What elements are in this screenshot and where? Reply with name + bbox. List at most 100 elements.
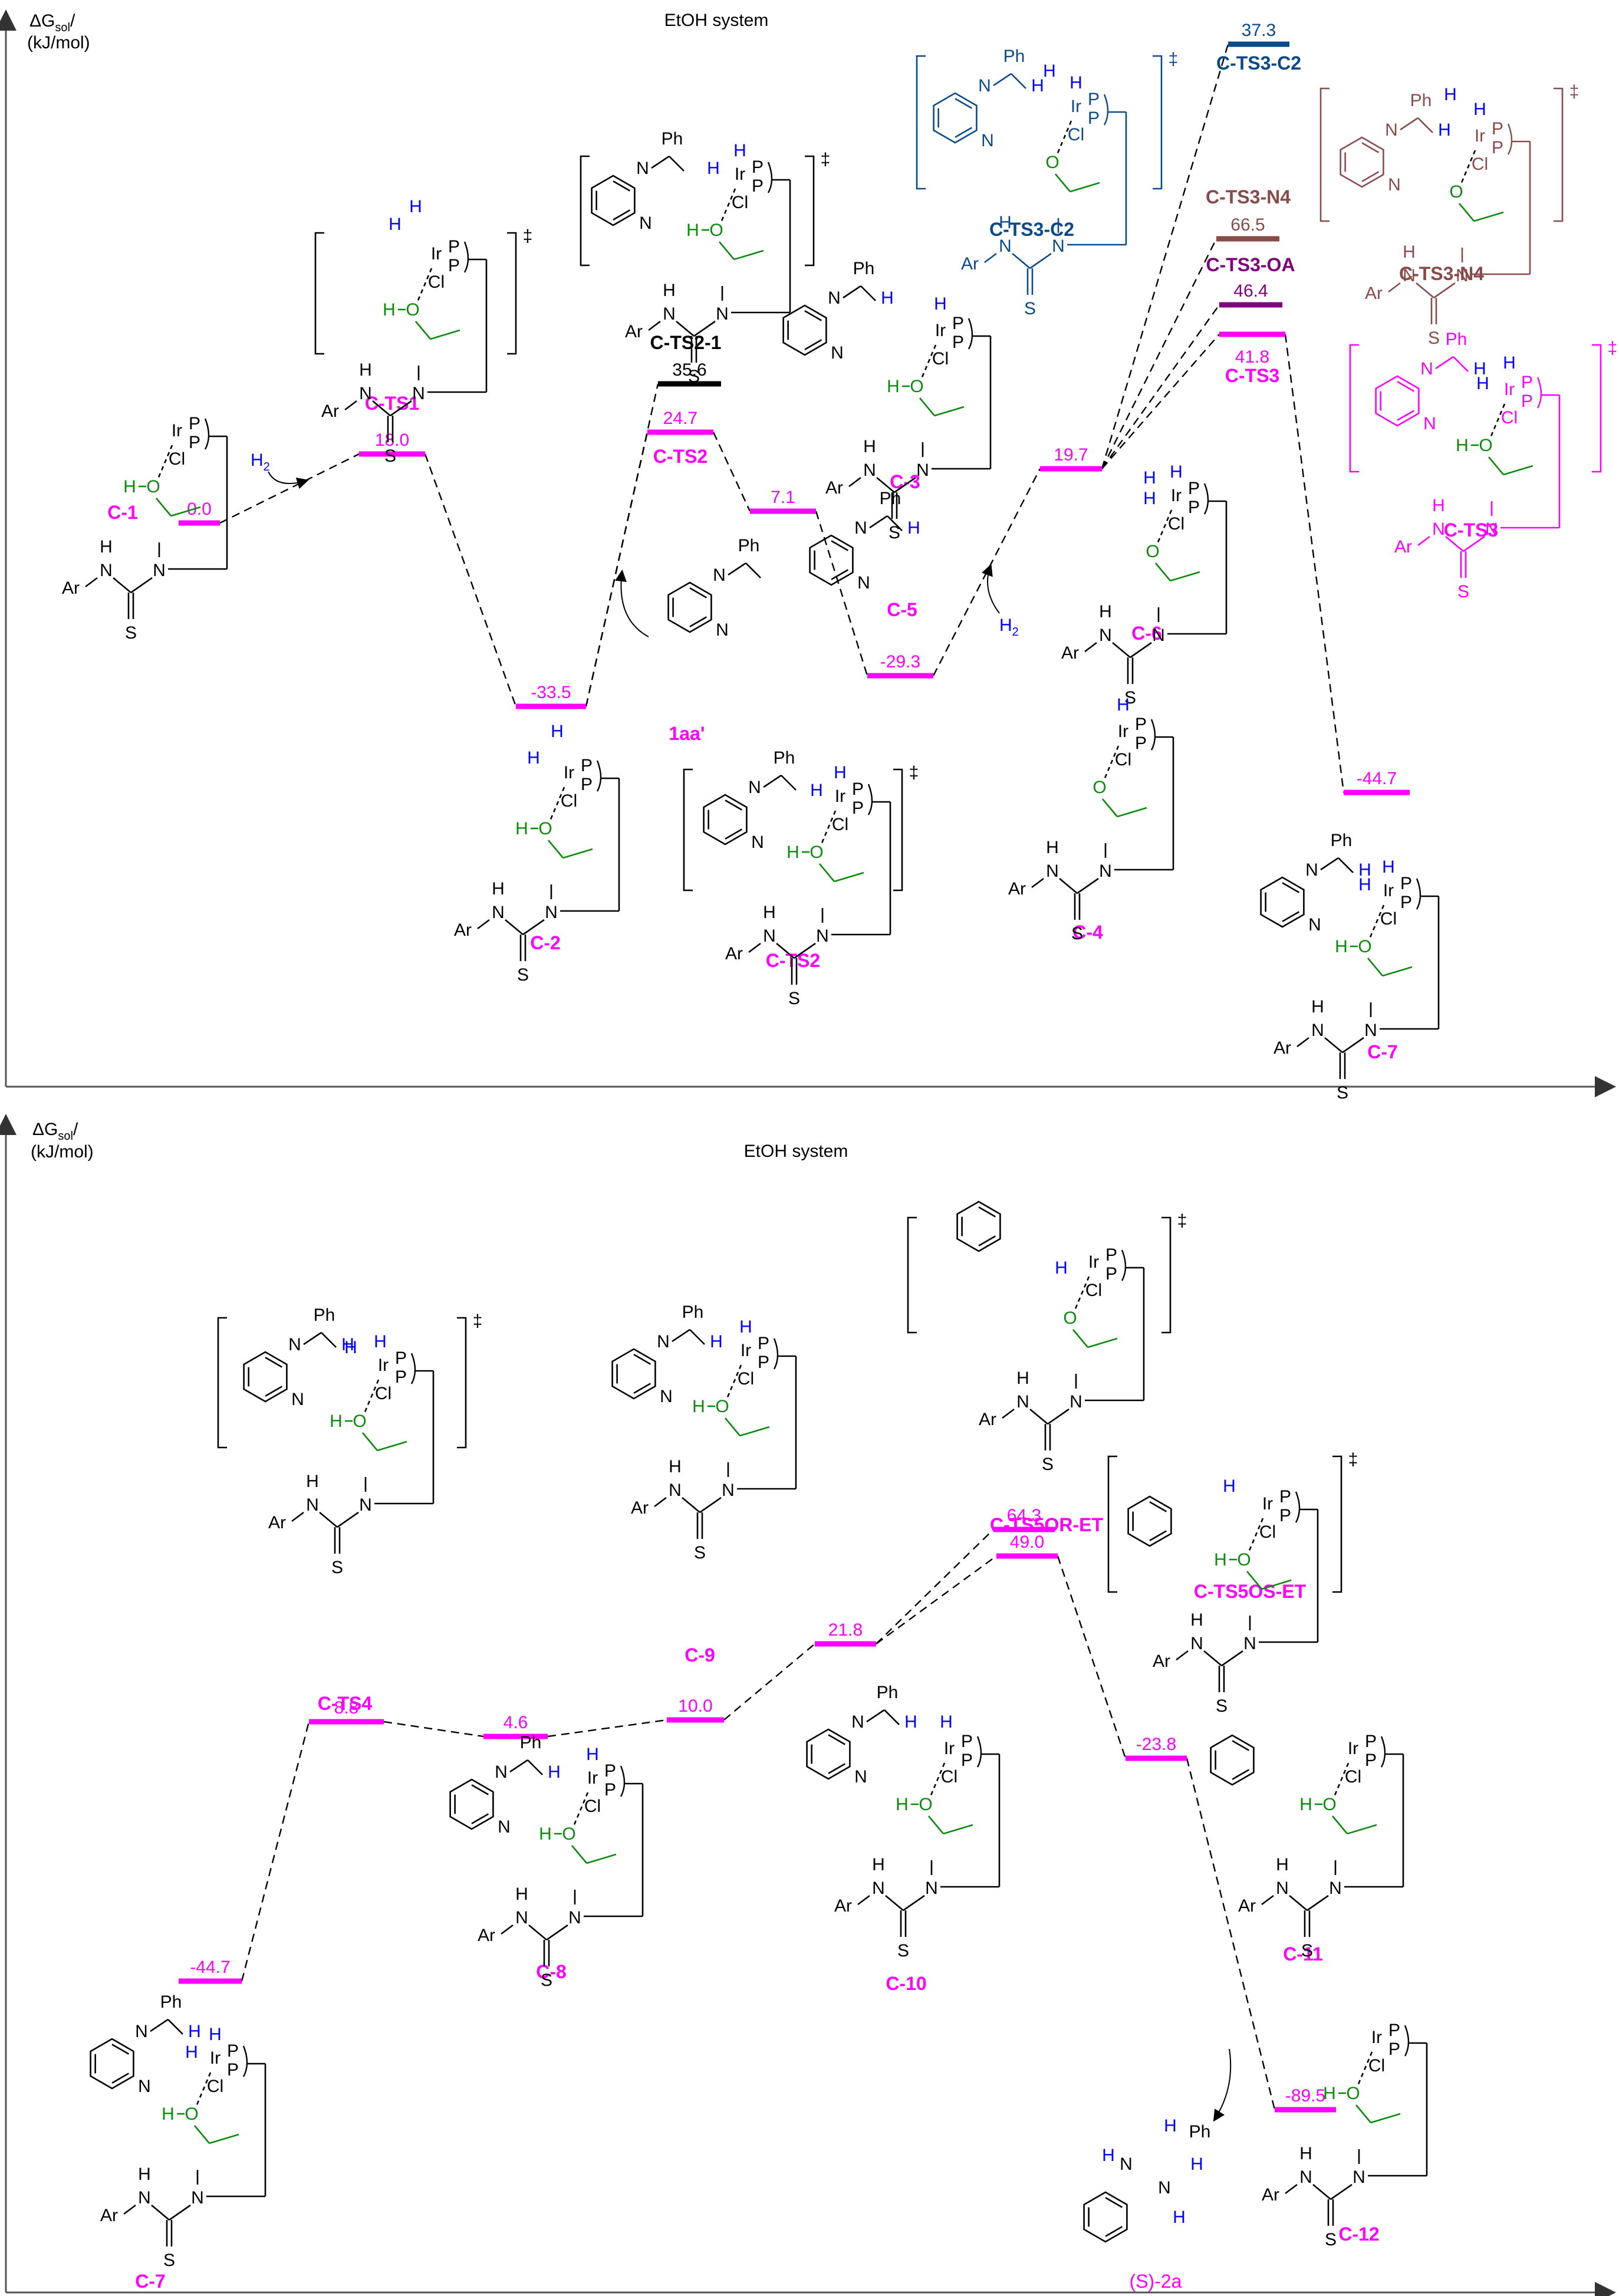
- bond: [1149, 1501, 1167, 1512]
- bond: [1397, 381, 1415, 392]
- bond: [1361, 171, 1380, 182]
- bond: [1029, 1409, 1048, 1425]
- label-c-9: C-9: [685, 1644, 715, 1666]
- label-c-ts1: C-TS1: [365, 393, 419, 414]
- level-value: 46.4: [1233, 281, 1268, 301]
- aryl-group: Ar: [725, 944, 743, 963]
- ligand-bracket: [1150, 719, 1156, 751]
- label-c-7-bottom: C-7: [135, 2271, 166, 2292]
- bond: [1261, 1894, 1274, 1906]
- label-c-1: C-1: [107, 502, 138, 523]
- nitrogen-atom: N: [722, 1481, 735, 1500]
- iridium-atom: Ir: [835, 787, 845, 806]
- iridium-atom: Ir: [587, 1768, 598, 1788]
- phosphorus-atom: P: [581, 775, 593, 794]
- label-c-11: C-11: [1283, 1943, 1323, 1965]
- dashed-bond: [820, 810, 837, 845]
- oxygen-atom: O: [1449, 182, 1463, 202]
- level-value: -44.7: [1357, 769, 1397, 788]
- hydrogen-atom: H: [907, 518, 920, 538]
- level-value: -44.7: [190, 1958, 230, 1977]
- nitrogen-atom: N: [568, 1908, 581, 1927]
- bond: [130, 577, 153, 594]
- hydrogen-atom: H: [138, 2165, 151, 2184]
- bond: [1232, 1769, 1250, 1780]
- ligand-bracket: [596, 760, 602, 792]
- nitrogen-atom: N: [748, 778, 761, 797]
- phosphorus-atom: P: [395, 1367, 407, 1387]
- bond: [1149, 1530, 1167, 1541]
- iridium-atom: Ir: [1504, 380, 1515, 399]
- aryl-group: Ar: [631, 1498, 649, 1518]
- benzene-ring: [243, 1351, 288, 1403]
- hydrogen-atom: H: [1403, 242, 1416, 262]
- chlorine-atom: Cl: [584, 1797, 601, 1816]
- bond: [689, 1329, 705, 1345]
- bond: [1463, 535, 1485, 552]
- bond: [1445, 536, 1464, 552]
- bond: [672, 1328, 690, 1343]
- bond: [194, 2125, 210, 2144]
- label-c-ts3-n4-struct: C-TS3-N4: [1399, 263, 1484, 284]
- bond: [1307, 1894, 1329, 1912]
- bond: [1453, 356, 1469, 372]
- hydrogen-atom: H: [1046, 838, 1059, 857]
- bond: [613, 209, 631, 221]
- bond: [828, 1734, 846, 1745]
- dashed-bond: [1489, 403, 1506, 438]
- hydrogen-atom: H: [663, 281, 676, 300]
- hydrogen-atom: H: [123, 477, 136, 496]
- bond: [505, 919, 524, 935]
- oxygen-atom: O: [1237, 1550, 1251, 1570]
- label-c-5: C-5: [887, 599, 917, 620]
- phosphorus-atom: P: [961, 1751, 973, 1770]
- phosphorus-atom: P: [752, 176, 764, 196]
- nitrogen-atom: N: [359, 1495, 372, 1515]
- dashed-bond: [195, 2072, 212, 2107]
- bond: [1282, 882, 1300, 893]
- chlorine-atom: Cl: [207, 2077, 223, 2096]
- aryl-group: Ar: [62, 578, 80, 598]
- aryl-group: Ar: [321, 402, 339, 421]
- bond: [885, 1895, 904, 1911]
- nitrogen-atom: N: [1120, 2154, 1133, 2174]
- ts-bracket: ‡: [907, 1211, 1187, 1334]
- benzene-ring: [809, 534, 854, 586]
- iridium-atom: Ir: [210, 2048, 221, 2068]
- nitrogen-atom: N: [1420, 359, 1433, 379]
- oxygen-atom: O: [538, 819, 552, 838]
- hydride-atom: H: [389, 215, 402, 234]
- bond: [509, 1759, 528, 1773]
- nitrogen-atom: N: [1016, 1392, 1029, 1412]
- sulfur-atom: S: [1024, 299, 1036, 318]
- hydrogen-atom: H: [306, 1472, 319, 1491]
- hydrogen-atom: H: [330, 1412, 343, 1431]
- hydrogen-atom: H: [1016, 1369, 1029, 1388]
- nitrogen-atom: N: [1353, 2167, 1365, 2187]
- bond: [1320, 857, 1339, 871]
- bond: [866, 1709, 885, 1723]
- dashed-bond: [549, 787, 565, 821]
- level-c-ts5or-et: 64.3: [993, 1506, 1055, 1532]
- hydride-atom: H: [1476, 374, 1489, 393]
- phosphorus-atom: P: [1188, 479, 1200, 498]
- oxygen-atom: O: [185, 2104, 198, 2124]
- bond: [522, 919, 545, 936]
- level-value: 37.3: [1242, 21, 1276, 40]
- phenyl-group: Ph: [880, 489, 901, 508]
- hydride-atom: H: [739, 1317, 752, 1337]
- hydrogen-atom: H: [1299, 2144, 1312, 2163]
- label-c-10: C-10: [886, 1973, 926, 1994]
- phenyl-group: Ph: [738, 536, 760, 555]
- aryl-group: Ar: [625, 322, 643, 341]
- phosphorus-atom: P: [604, 1761, 616, 1781]
